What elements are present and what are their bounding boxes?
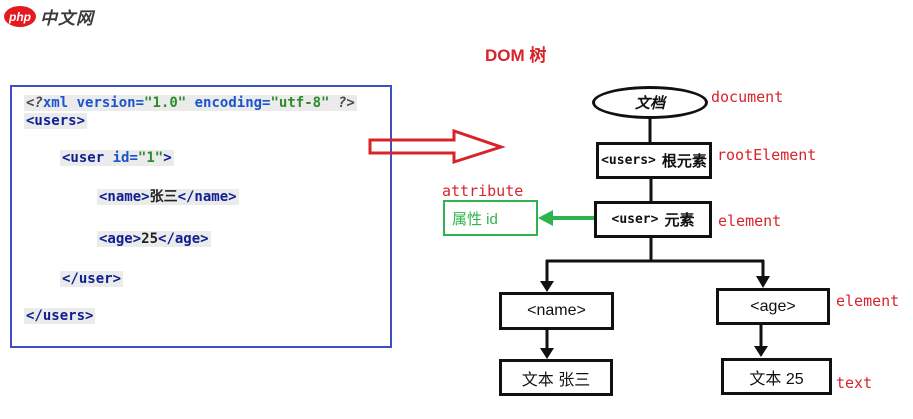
php-logo-icon: php — [4, 6, 36, 27]
root-element-tag: <users> — [601, 153, 656, 168]
annotation-element-user: element — [718, 212, 782, 230]
code-line: <age>25</age> — [97, 231, 211, 247]
age-text-node: 文本 25 — [721, 358, 832, 395]
attribute-node: 属性 id — [443, 200, 538, 236]
annotation-element-age: element — [836, 292, 900, 310]
user-element-tag: <user> — [611, 212, 659, 227]
root-element-node: <users> 根元素 — [596, 142, 712, 179]
age-text-label: 文本 25 — [749, 370, 804, 388]
age-element-node: <age> — [716, 288, 830, 325]
document-node-label: 文档 — [634, 95, 665, 112]
root-element-label: 根元素 — [661, 153, 707, 170]
logo-brand: php — [9, 9, 31, 24]
xml-code-panel: <?xml version="1.0" encoding="utf-8" ?> <… — [10, 85, 392, 348]
annotation-attribute: attribute — [442, 182, 524, 200]
code-line: <name>张三</name> — [97, 189, 239, 205]
code-line: </user> — [60, 271, 124, 287]
annotation-root-element: rootElement — [717, 146, 817, 164]
age-element-tag: <age> — [750, 297, 796, 315]
annotation-text: text — [836, 374, 873, 392]
document-node: 文档 — [592, 86, 708, 119]
diagram-title: DOM 树 — [485, 46, 547, 65]
code-line: </users> — [24, 308, 96, 324]
name-text-node: 文本 张三 — [499, 359, 613, 396]
code-line: <users> — [24, 113, 88, 129]
code-line: <user id="1"> — [60, 150, 174, 166]
annotation-document: document — [711, 88, 784, 106]
user-element-node: <user> 元素 — [594, 201, 712, 238]
logo-text: 中文网 — [40, 9, 94, 28]
user-element-label: 元素 — [664, 212, 695, 229]
name-text-label: 文本 张三 — [521, 371, 591, 389]
attribute-arrow — [538, 210, 594, 226]
attribute-node-label: 属性 id — [452, 210, 498, 228]
site-logo: php 中文网 — [4, 4, 94, 29]
name-element-node: <name> — [499, 292, 614, 330]
name-element-tag: <name> — [527, 302, 586, 319]
code-line: <?xml version="1.0" encoding="utf-8" ?> — [24, 95, 357, 111]
